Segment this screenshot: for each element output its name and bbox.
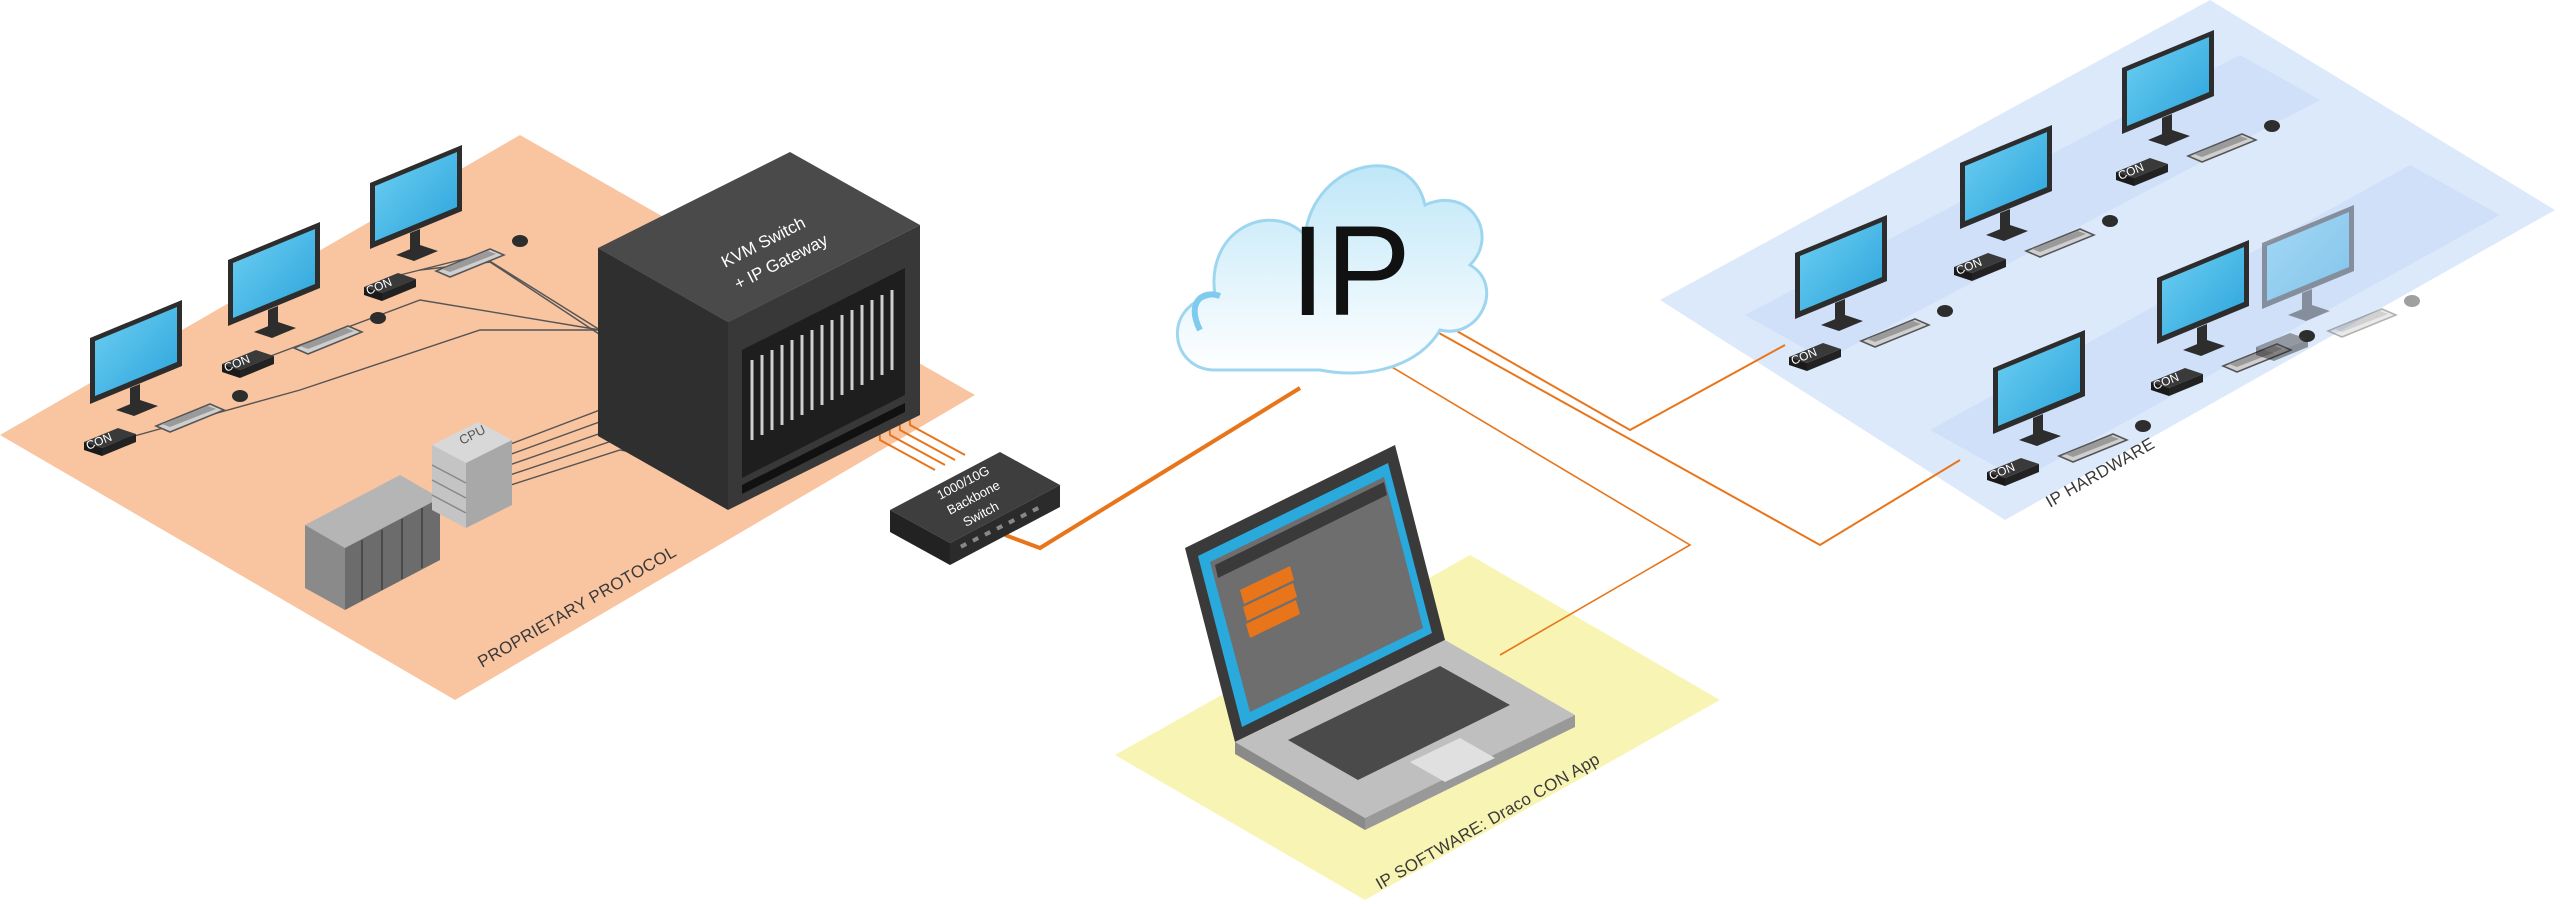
laptop-icon — [1185, 445, 1575, 830]
network-switch-icon: 1000/10G Backbone Switch — [890, 452, 1060, 565]
server-rack-icon — [305, 475, 440, 610]
ip-cloud-label: IP — [1290, 200, 1411, 343]
cpu-icon: CPU — [431, 422, 512, 528]
orange-links — [874, 309, 1961, 656]
kvm-chassis-icon: KVM Switch + IP Gateway — [598, 152, 920, 510]
ip-cloud-icon: IP — [1175, 164, 1489, 375]
ip-hardware-zone — [1660, 0, 2555, 520]
